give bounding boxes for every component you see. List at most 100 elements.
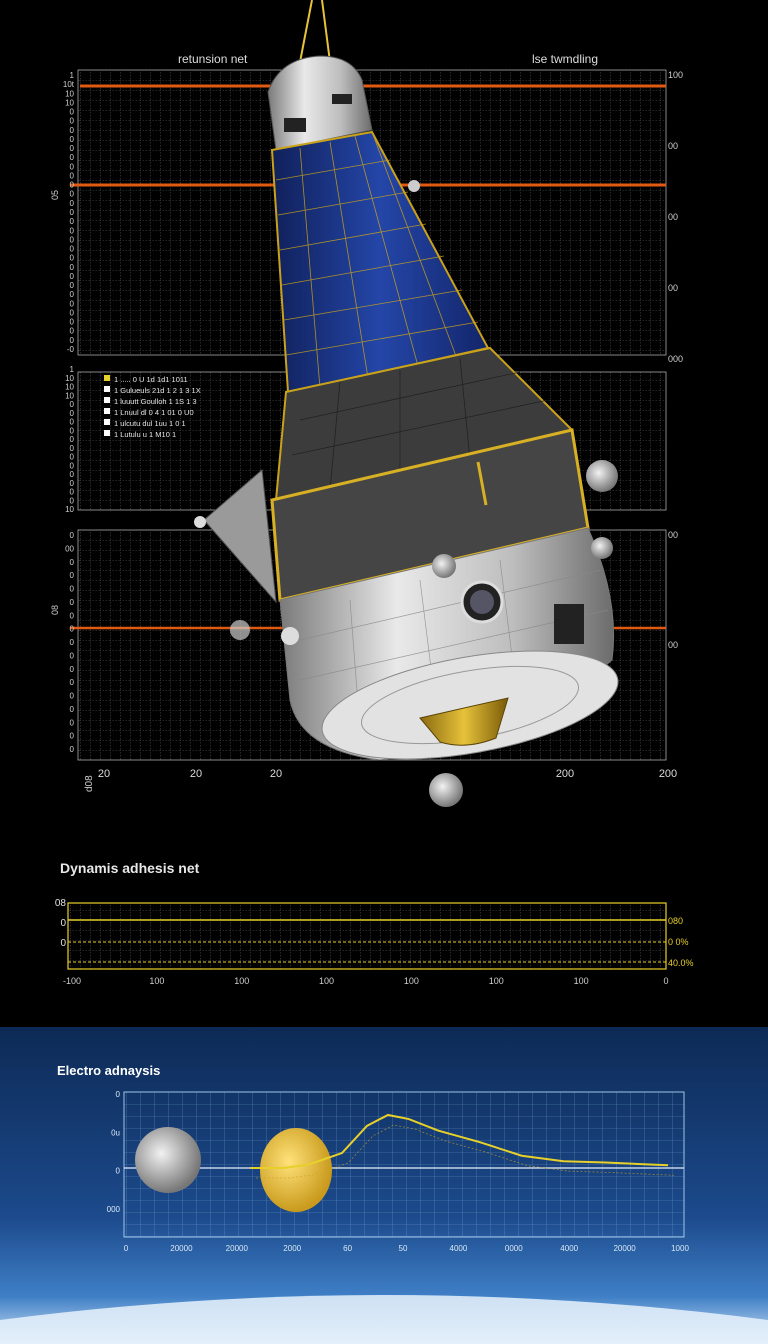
legend-swatch (104, 375, 110, 381)
tick-label: 0 (663, 976, 668, 986)
tick-label: -100 (63, 976, 81, 986)
tick-label: 0 (70, 638, 75, 647)
tick-label: 0 (70, 678, 75, 687)
tick-label: 50 (399, 1244, 408, 1253)
fin-tip (194, 516, 206, 528)
tick-label: 0 (70, 558, 75, 567)
tick-label: 0 (70, 181, 75, 190)
tick-label: 0 (70, 135, 75, 144)
panel4-right-ticks: 080 0 0% 40.0% (668, 916, 694, 968)
sphere-bottom (429, 773, 463, 807)
tick-label: 100 (319, 976, 334, 986)
sphere-thruster (586, 460, 618, 492)
tick-label: 0 (70, 470, 75, 479)
tick-label: 10 (65, 89, 74, 98)
gold-strut (476, 461, 488, 506)
tick-label: 0 (70, 144, 75, 153)
solar-cell-grid (275, 131, 479, 389)
tick-label: 0 (70, 263, 75, 272)
tick-label: 0 (70, 199, 75, 208)
tick-label: 0 (70, 400, 75, 409)
legend-swatch (104, 419, 110, 425)
tick-label: 00 (668, 530, 678, 540)
tick-label: 0 0% (668, 937, 689, 947)
tick-label: 0 (70, 705, 75, 714)
tether-line-2 (321, 0, 331, 63)
panel1-title-right: lse twmdling (532, 52, 598, 66)
tether-line (299, 0, 313, 63)
panel5-title: Electro adnaysis (57, 1063, 160, 1078)
antenna-node (408, 180, 420, 192)
panel5-curve (250, 1113, 675, 1179)
tick-label: 0 (70, 117, 75, 126)
panel3-side-label: 08 (50, 605, 60, 615)
tick-label: 2000 (283, 1244, 301, 1253)
tick-label: 08 (55, 898, 67, 909)
lower-hatch (554, 604, 584, 644)
tick-label: 100 (574, 976, 589, 986)
debris-cluster (230, 620, 250, 640)
tick-label: 100 (149, 976, 164, 986)
tick-label: 0 (70, 308, 75, 317)
tick-label: 000 (107, 1205, 121, 1214)
electro-series-line (250, 1113, 669, 1169)
tick-label: 0 (70, 418, 75, 427)
tick-label: 10 (65, 374, 74, 383)
tick-label: 10 (65, 98, 74, 107)
panel3-corner-label: d08 (84, 775, 95, 792)
porthole-lens (470, 590, 494, 614)
tick-label: 00 (668, 640, 678, 650)
tick-label: 0 (70, 208, 75, 217)
tick-label: 0 (70, 217, 75, 226)
legend-entry: 1 ulcutu dul 1uu 1 0 1 (114, 419, 186, 428)
tick-label: 4000 (560, 1244, 578, 1253)
tick-label: 0 (70, 318, 75, 327)
tick-label: 4000 (450, 1244, 468, 1253)
tick-label: 10 (65, 505, 74, 514)
tick-label: 0 (70, 665, 75, 674)
tick-label: 0 (70, 327, 75, 336)
tick-label: 20000 (613, 1244, 636, 1253)
tick-label: 0 (60, 938, 66, 949)
tick-label: 00 (668, 212, 678, 222)
tick-label: 1 (70, 365, 75, 374)
tick-label: 0 (124, 1244, 129, 1253)
tick-label: 0 (70, 162, 75, 171)
tick-label: 0 (70, 718, 75, 727)
tick-label: 0 (70, 171, 75, 180)
tick-label: 0 (70, 611, 75, 620)
tick-label: 080 (668, 916, 683, 926)
panel1-title-left: retunsion net (178, 52, 248, 66)
legend-swatch (104, 397, 110, 403)
tick-label: 0 (70, 461, 75, 470)
tick-label: 0 (70, 190, 75, 199)
tick-label: 0 (60, 918, 66, 929)
tick-label: 0 (70, 299, 75, 308)
side-fin (203, 468, 277, 604)
panel4-title: Dynamis adhesis net (60, 860, 200, 876)
strut-joint (281, 627, 299, 645)
panel3-right-ticks: 00 00 (668, 530, 678, 650)
tick-label: 20 (270, 768, 282, 780)
tick-label: -0 (67, 345, 75, 354)
tick-label: 0 (70, 290, 75, 299)
tick-label: 0 (116, 1167, 121, 1176)
tick-label: 000 (668, 354, 683, 364)
tick-label: 0 (70, 479, 75, 488)
sphere-mid (432, 554, 456, 578)
legend-entry: 1 ..... 0 U 1d 1d1 1011 (114, 375, 188, 384)
tick-label: 100 (234, 976, 249, 986)
panel5-grid (124, 1092, 684, 1237)
tick-label: 0 (70, 651, 75, 660)
tick-label: 40.0% (668, 958, 694, 968)
panel4-left-ticks: 08 0 0 (55, 898, 67, 949)
legend-entry: 1 Lutulu u 1 M10 1 (114, 430, 176, 439)
engine-nozzle (419, 697, 509, 746)
tick-label: 200 (659, 768, 677, 780)
